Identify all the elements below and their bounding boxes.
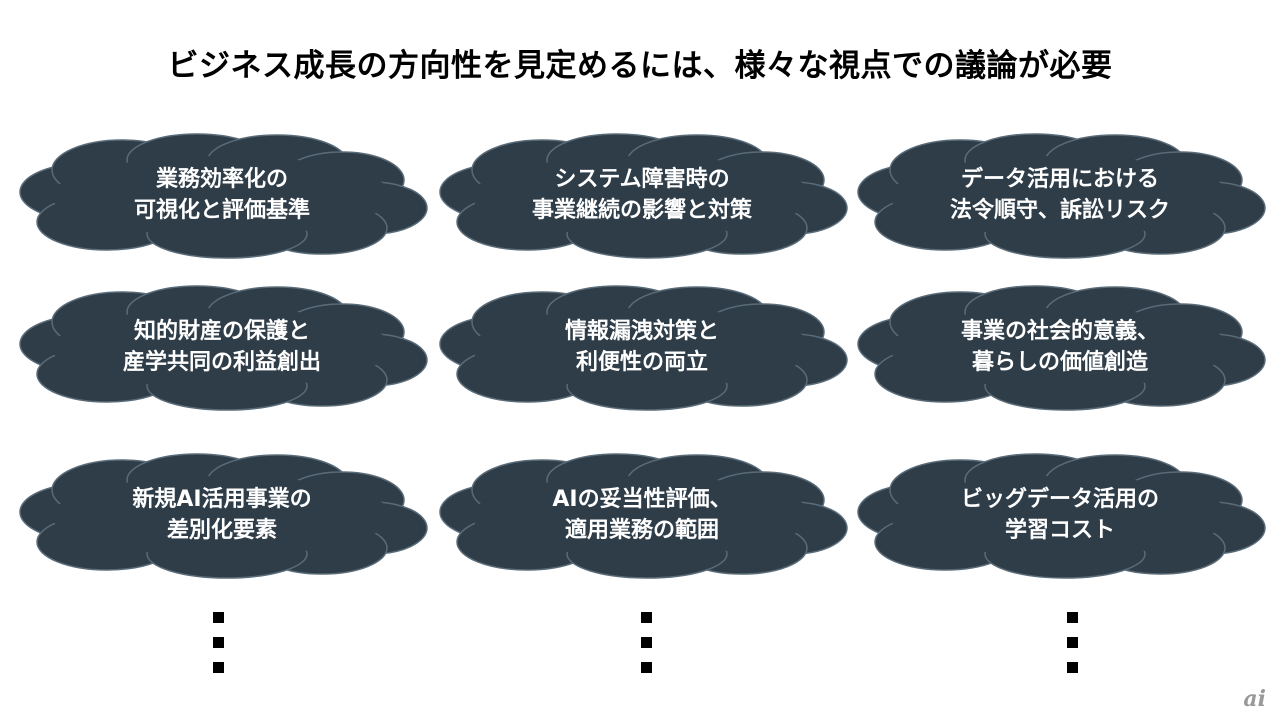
ellipsis-dots-col2	[641, 612, 653, 687]
topic-cloud: 知的財産の保護と産学共同の利益創出	[12, 282, 432, 412]
ai-logo: ai	[1243, 686, 1266, 712]
cloud-text-line1: データ活用における	[960, 167, 1159, 192]
topic-cloud: AIの妥当性評価、適用業務の範囲	[432, 450, 852, 580]
cloud-text-line2: 学習コスト	[1004, 518, 1115, 543]
cloud-text-line1: 新規AI活用事業の	[132, 487, 312, 512]
cloud-text-line1: ビッグデータ活用の	[960, 487, 1159, 512]
cloud-text-line1: 情報漏洩対策と	[564, 319, 719, 344]
cloud-text-line2: 産学共同の利益創出	[122, 350, 321, 375]
cloud-text-line2: 事業継続の影響と対策	[531, 198, 752, 223]
topic-cloud: 業務効率化の可視化と評価基準	[12, 130, 432, 260]
topic-cloud: 事業の社会的意義、暮らしの価値創造	[850, 282, 1270, 412]
cloud-text-line2: 可視化と評価基準	[133, 198, 310, 223]
cloud-text-line1: 業務効率化の	[155, 167, 288, 192]
topic-cloud: システム障害時の事業継続の影響と対策	[432, 130, 852, 260]
cloud-text-line1: 事業の社会的意義、	[960, 319, 1159, 344]
cloud-text-line2: 暮らしの価値創造	[971, 350, 1148, 375]
cloud-text-line1: 知的財産の保護と	[133, 319, 310, 344]
cloud-text-line2: 差別化要素	[166, 518, 277, 543]
topic-cloud: ビッグデータ活用の学習コスト	[850, 450, 1270, 580]
topic-cloud: 情報漏洩対策と利便性の両立	[432, 282, 852, 412]
ellipsis-dots-col1	[213, 612, 225, 687]
cloud-text-line1: システム障害時の	[554, 167, 730, 192]
topic-cloud: 新規AI活用事業の差別化要素	[12, 450, 432, 580]
cloud-text-line2: 利便性の両立	[575, 350, 708, 375]
topic-cloud: データ活用における法令順守、訴訟リスク	[850, 130, 1270, 260]
ellipsis-dots-col3	[1067, 612, 1079, 687]
cloud-text-line2: 適用業務の範囲	[564, 518, 719, 543]
cloud-text-line2: 法令順守、訴訟リスク	[949, 198, 1170, 223]
cloud-text-line1: AIの妥当性評価、	[552, 487, 732, 512]
slide-title: ビジネス成長の方向性を見定めるには、様々な視点での議論が必要	[167, 48, 1113, 84]
